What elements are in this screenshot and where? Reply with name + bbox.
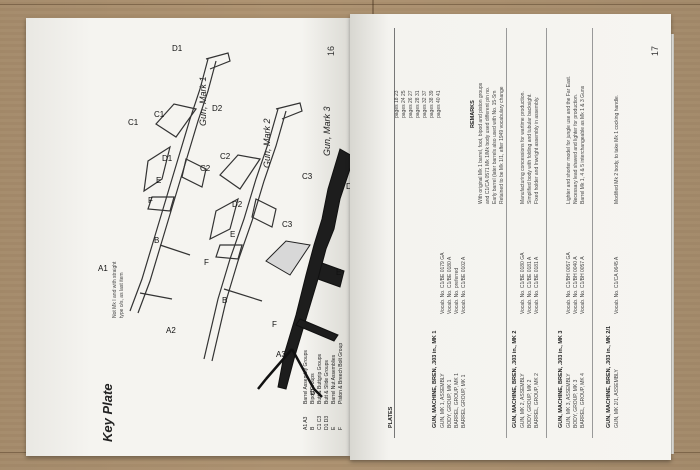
header-rule: [394, 28, 395, 438]
section-title: GUN, MACHINE, BREN, .303 in., MK 1: [432, 330, 438, 429]
gun-mk1-drawing: [129, 52, 231, 314]
cardboard-seam: [0, 4, 700, 5]
vocab-number: Vocab. No. C1/BH 0040 A: [573, 256, 579, 314]
callout-e: E: [336, 268, 342, 277]
callout-c2: C2: [200, 164, 211, 173]
callout-f: F: [204, 258, 209, 267]
column-header-remarks: REMARKS: [470, 100, 476, 128]
vocab-number: Vocab. No. preferred: [454, 267, 460, 314]
remark-line: Manufacturing concessions for wartime pr…: [520, 91, 526, 204]
callout-c2: C2: [220, 152, 231, 161]
callout-e: E: [156, 176, 162, 185]
callout-a3: A3: [276, 350, 286, 359]
item-name: GUN, MK 2/1, ASSEMBLY: [614, 369, 620, 428]
legend-code: A1 A3: [303, 416, 309, 430]
item-name: BODY, GROUP, MK 2: [527, 379, 533, 428]
remark-line: Simplified body with folding and tubular…: [527, 93, 533, 204]
vocab-number: Vocab. No. C1/CA 0645 A: [614, 256, 620, 314]
vocab-number: Vocab. No. C1/BE 0179 GA: [440, 252, 446, 314]
section-divider: [506, 28, 507, 438]
section-title: GUN, MACHINE, BREN, .303 in., MK 3: [558, 330, 564, 429]
right-page: 17 PLATES REMARKS pages 18 23 pages 24 2…: [350, 14, 671, 460]
remark-line: Necessary lead shaved and lighter for pr…: [573, 93, 579, 204]
callout-b: B: [154, 236, 160, 245]
item-name: BARREL GROUP, MK 1: [461, 374, 467, 428]
legend-code: D1 D3: [324, 415, 330, 430]
pages-entry: pages 26 27: [408, 90, 414, 118]
item-name: BODY, GROUP, MK 3: [573, 379, 579, 428]
remark-line: Modified Mk 2 body, to take Mk 1 cocking…: [614, 94, 620, 204]
callout-c3: C3: [302, 172, 313, 181]
item-name: BODY, GROUP, MK 1: [447, 379, 453, 428]
pages-entry: pages 38 39: [429, 90, 435, 118]
remark-line: and C1/CA 0571 Mk 1/Mk body used differe…: [485, 86, 491, 204]
item-name: GUN, MK 1, ASSEMBLY: [440, 373, 446, 428]
callout-e: E: [230, 230, 236, 239]
vocab-number: Vocab. No. C1/BE 0180 GA: [520, 252, 526, 314]
callout-c1: C1: [128, 118, 139, 127]
pages-entry: pages 24 25: [401, 90, 407, 118]
vocab-number: Vocab. No. C1/BE 0181 A: [534, 256, 540, 314]
vocab-number: Vocab. No. C1/BE 0181 A: [527, 256, 533, 314]
callout-d2: D2: [232, 200, 243, 209]
page-number: 17: [650, 45, 660, 56]
gun-mk2-drawing: [203, 102, 303, 362]
remark-line: Early barrel (later barrels also used wi…: [492, 90, 498, 204]
gun-illustrations: [129, 52, 353, 398]
callout-c1: C1: [154, 110, 165, 119]
item-name: BARREL, GROUP, MK 4: [580, 373, 586, 428]
gun-mk3-drawing: [257, 148, 353, 398]
legend-code: C1 C3: [317, 415, 323, 430]
open-manual: 16 Key Plate Gun, Mark 1 Gun, Mark 2 Gun…: [26, 14, 674, 460]
pages-entry: pages 28 31: [415, 90, 421, 118]
callout-c3: C3: [282, 220, 293, 229]
section-divider: [592, 28, 593, 438]
item-name: GUN, MK 3, ASSEMBLY: [566, 373, 572, 428]
callout-d1: D1: [162, 154, 173, 163]
item-name: BARREL, GROUP, MK 1: [454, 373, 460, 428]
remark-line: Retained to be Mk 1/1, after 1949 vocabu…: [499, 86, 505, 204]
section-title: GUN, MACHINE, BREN, .303 in., MK 2/1: [606, 325, 612, 428]
callout-b: B: [310, 388, 316, 397]
callout-b: B: [222, 296, 228, 305]
pages-entry: pages 32 37: [422, 90, 428, 118]
remark-line: Fixed holder and Inwright assembly in as…: [534, 96, 540, 204]
item-name: GUN, MK 2, ASSEMBLY: [520, 373, 526, 428]
remark-line: With original Mk 1 barrel, foot, bipod a…: [478, 82, 484, 204]
callout-d2: D2: [212, 104, 223, 113]
legend-code: B: [310, 426, 316, 430]
remark-line: Lighter and shorter model for jungle use…: [566, 75, 572, 204]
remark-line: Barrel Mk 1, 4 & 5 interchangeable as Mk…: [580, 85, 586, 204]
pages-entry: pages 40 41: [436, 90, 442, 118]
left-page: 16 Key Plate Gun, Mark 1 Gun, Mark 2 Gun…: [26, 18, 350, 456]
pages-entry: pages 18 23: [394, 90, 400, 118]
callout-a2: A2: [166, 326, 176, 335]
vocab-number: Vocab. No. C1/BH 0057 GA: [566, 252, 572, 314]
callout-f: F: [272, 320, 277, 329]
vocab-number: Vocab. No. C1/BH 0057 A: [580, 256, 586, 314]
legend-code: E: [331, 426, 337, 430]
callout-a1: A1: [98, 264, 108, 273]
vocab-number: Vocab. No. C1/BE 0102 A: [461, 256, 467, 314]
section-divider: [546, 28, 547, 438]
cardboard-seam: [372, 0, 374, 14]
legend-code: F: [338, 426, 344, 430]
vocab-number: Vocab. No. C1/BE 0180 A: [447, 256, 453, 314]
section-title: GUN, MACHINE, BREN, .303 in., MK 2: [512, 330, 518, 429]
callout-d1: D1: [172, 44, 183, 53]
item-name: BARREL, GROUP, MK 2: [534, 373, 540, 428]
callout-f: F: [148, 196, 153, 205]
